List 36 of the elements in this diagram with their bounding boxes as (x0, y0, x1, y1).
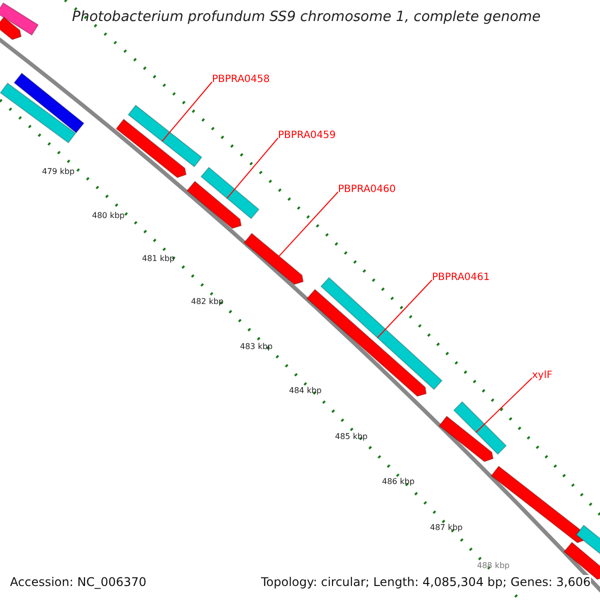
gene-feature (438, 416, 494, 462)
tick-label: 480 kbp (92, 211, 125, 220)
gene-feature (576, 524, 600, 556)
gene-feature (186, 180, 242, 229)
gene-feature (453, 401, 507, 455)
footer-text: Accession: NC_006370 (10, 575, 146, 589)
gene-feature (0, 82, 76, 144)
gene-label: PBPRA0458 (212, 74, 270, 85)
gene-feature (244, 232, 304, 285)
footer-text: Topology: circular; Length: 4,085,304 bp; Genes: 3,606 (261, 575, 591, 589)
tick-label: 487 kbp (430, 523, 463, 532)
gene-label: xylF (532, 370, 552, 381)
leader-line (270, 192, 338, 266)
gene-feature (200, 166, 260, 220)
gene-feature (306, 288, 427, 397)
tick-label: 486 kbp (382, 477, 415, 486)
gene-feature (128, 104, 202, 168)
tick-label: 488 kbp (477, 561, 510, 570)
gene-label: PBPRA0461 (432, 272, 490, 283)
tick-label: 484 kbp (289, 386, 322, 395)
gene-feature (14, 72, 84, 134)
tick-label: 482 kbp (191, 297, 224, 306)
gene-label: PBPRA0459 (278, 130, 336, 141)
tick-label: 479 kbp (42, 167, 75, 176)
gene-feature (0, 2, 39, 36)
gene-label: PBPRA0460 (338, 184, 396, 195)
gene-feature (116, 118, 187, 178)
tick-label: 483 kbp (240, 342, 273, 351)
tick-label: 481 kbp (142, 254, 175, 263)
tick-label: 485 kbp (335, 432, 368, 441)
leader-line (476, 378, 532, 433)
leader-line (162, 82, 212, 142)
title: Photobacterium profundum SS9 chromosome 1, complete genome (72, 9, 541, 25)
gene-feature (0, 16, 22, 40)
leader-line (226, 138, 278, 199)
leader-line (376, 280, 432, 338)
